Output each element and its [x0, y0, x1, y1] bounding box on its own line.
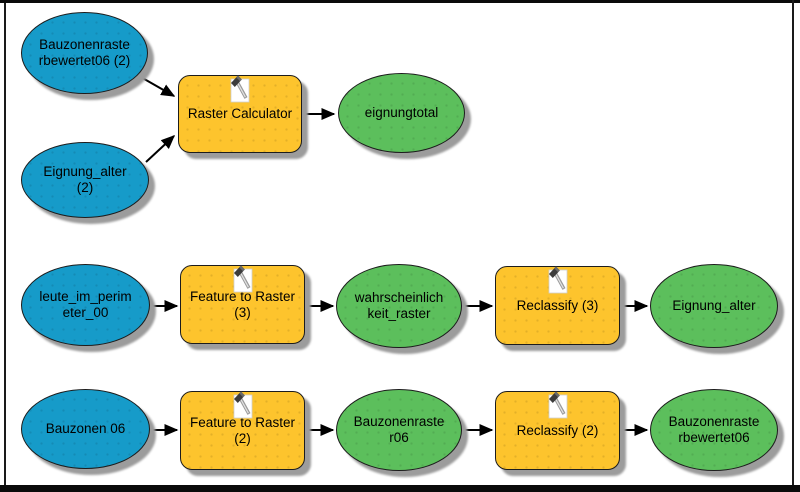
input-data-node-eignung-alter-2[interactable]: Eignung_alter (2) — [21, 142, 149, 218]
hammer-tool-icon — [228, 73, 252, 103]
node-label: Bauzonenraste rbewertet06 (2) — [38, 37, 131, 68]
tool-node-feature-to-raster-3[interactable]: Feature to Raster (3) — [180, 265, 305, 344]
output-data-node-wahrscheinlichkeit-raster[interactable]: wahrscheinlich keit_raster — [336, 264, 462, 348]
hammer-tool-icon — [231, 263, 255, 293]
output-data-node-eignung-alter[interactable]: Eignung_alter — [650, 264, 778, 348]
hammer-tool-icon — [546, 264, 570, 294]
input-data-node-bauzonenrasterbewertet06-2[interactable]: Bauzonenraste rbewertet06 (2) — [21, 12, 148, 94]
tool-node-reclassify-2[interactable]: Reclassify (2) — [495, 391, 620, 470]
canvas-frame-right — [792, 0, 794, 485]
node-label: eignungtotal — [364, 105, 439, 121]
node-label: Bauzonenraste rbewertet06 — [668, 414, 760, 445]
node-label: Feature to Raster (2) — [189, 414, 296, 446]
node-label: Bauzonen 06 — [45, 421, 126, 437]
hammer-tool-icon — [546, 389, 570, 419]
canvas-frame-bottom — [0, 485, 800, 492]
output-data-node-bauzonenraster06[interactable]: Bauzonenraste r06 — [336, 389, 462, 471]
hammer-tool-icon — [231, 389, 255, 419]
node-label: Raster Calculator — [187, 106, 293, 122]
input-data-node-leute-im-perimeter-00[interactable]: leute_im_perim eter_00 — [21, 264, 150, 346]
node-label: Feature to Raster (3) — [189, 288, 296, 320]
node-label: Reclassify (3) — [516, 297, 599, 313]
connector[interactable] — [138, 75, 176, 97]
node-label: Eignung_alter (2) — [43, 164, 127, 195]
node-label: Eignung_alter — [672, 298, 756, 314]
canvas-frame-left — [4, 3, 6, 485]
tool-node-feature-to-raster-2[interactable]: Feature to Raster (2) — [180, 391, 305, 470]
output-data-node-eignungtotal[interactable]: eignungtotal — [338, 73, 465, 153]
input-data-node-bauzonen-06[interactable]: Bauzonen 06 — [21, 389, 150, 469]
node-label: leute_im_perim eter_00 — [39, 289, 132, 320]
tool-node-reclassify-3[interactable]: Reclassify (3) — [495, 266, 620, 345]
tool-node-raster-calculator[interactable]: Raster Calculator — [178, 75, 302, 153]
node-label: wahrscheinlich keit_raster — [354, 290, 444, 321]
canvas-frame-top — [0, 0, 800, 3]
node-label: Reclassify (2) — [516, 422, 599, 438]
output-data-node-bauzonenrasterbewertet06[interactable]: Bauzonenraste rbewertet06 — [650, 389, 778, 471]
connector[interactable] — [145, 135, 176, 163]
node-label: Bauzonenraste r06 — [353, 414, 445, 445]
